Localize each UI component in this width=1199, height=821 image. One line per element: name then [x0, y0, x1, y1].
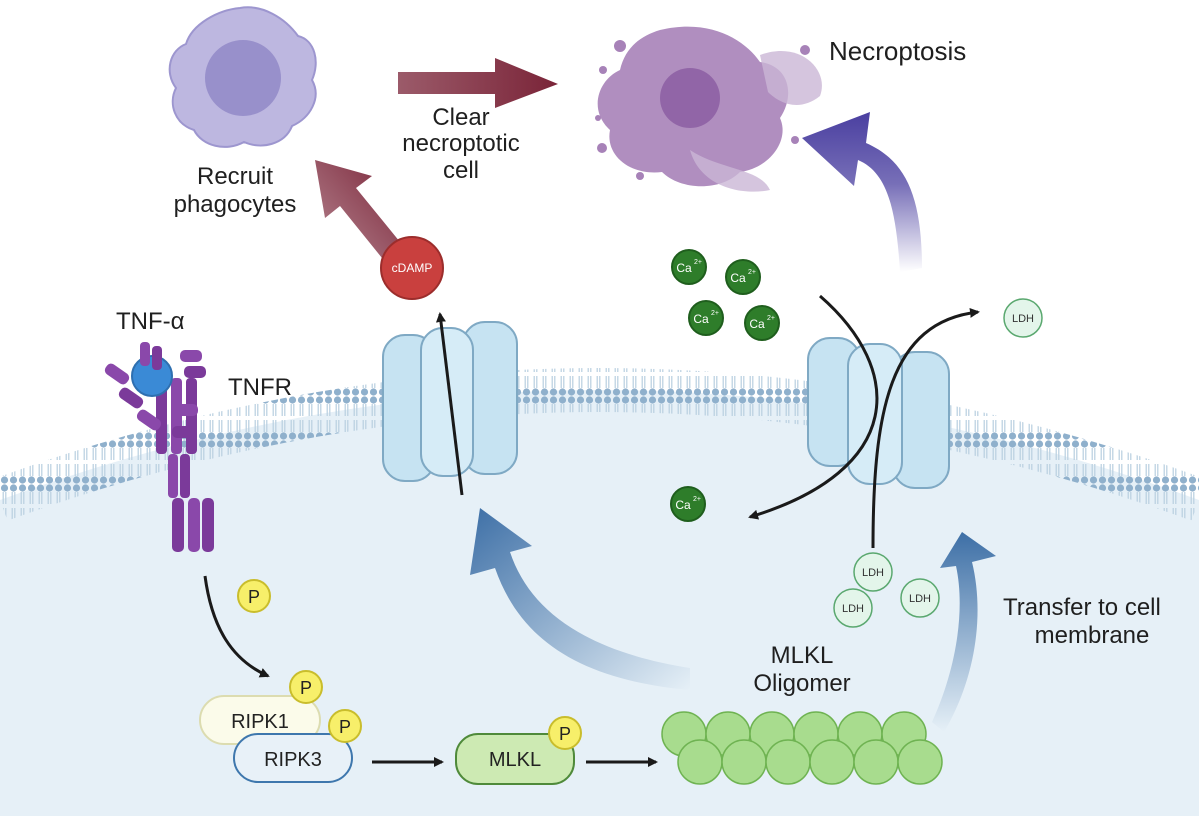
svg-text:RIPK3: RIPK3: [264, 749, 322, 771]
svg-text:Ca: Ca: [749, 317, 765, 331]
svg-text:Ca: Ca: [693, 312, 709, 326]
clear-label-line3: cell: [442, 157, 479, 184]
oligomer-subunit-8: [765, 739, 811, 785]
tnf-alpha-ligand: [131, 342, 173, 397]
ldh-extracellular: LDH: [1003, 298, 1043, 338]
tnf-receptor: [104, 350, 214, 552]
mlkl-phosphate: P: [548, 716, 582, 750]
left-membrane-transfer-arrow: [470, 508, 690, 690]
necroptosis-label: Necroptosis: [829, 36, 967, 66]
svg-text:RIPK1: RIPK1: [231, 711, 289, 733]
svg-text:LDH: LDH: [862, 567, 884, 579]
right-membrane-channel: [807, 337, 950, 489]
mlkl-protein: MLKL: [455, 733, 575, 785]
mlkl-oligomer-label-line2: Oligomer: [753, 670, 851, 697]
ripk1-phosphate: P: [289, 670, 323, 704]
ripk3-phosphate: P: [328, 709, 362, 743]
oligomer-subunit-11: [897, 739, 943, 785]
ripk3-protein: RIPK3: [233, 733, 353, 783]
calcium-ion-intracellular: Ca 2+: [670, 486, 706, 522]
calcium-ion-1: Ca 2+: [671, 249, 707, 285]
oligomer-subunit-6: [677, 739, 723, 785]
phagocyte-cell: [168, 6, 317, 148]
svg-text:MLKL: MLKL: [489, 749, 541, 771]
ldh-release-arrow: [871, 307, 980, 549]
ripk1-protein: RIPK1: [199, 695, 321, 745]
ldh-intracellular-1: LDH: [853, 552, 893, 592]
svg-text:P: P: [559, 724, 571, 744]
clear-label-line1: Clear: [432, 104, 490, 131]
svg-text:Ca: Ca: [676, 261, 692, 275]
transfer-label-line1: Transfer to cell: [1003, 594, 1161, 621]
svg-text:2+: 2+: [767, 315, 775, 322]
tnfr-label: TNFR: [228, 374, 292, 401]
svg-text:LDH: LDH: [842, 603, 864, 615]
right-membrane-transfer-arrow: [932, 532, 996, 732]
svg-text:2+: 2+: [711, 310, 719, 317]
mlkl-oligomer: [661, 711, 943, 785]
necrotic-cell: [595, 26, 822, 192]
svg-text:P: P: [300, 678, 312, 698]
clear-red-arrow: [398, 58, 558, 108]
mlkl-oligomer-label-line1: MLKL: [770, 642, 834, 669]
recruit-red-arrow: [315, 160, 400, 258]
svg-text:2+: 2+: [694, 259, 702, 266]
ldh-intracellular-2: LDH: [833, 588, 873, 628]
svg-text:P: P: [248, 587, 260, 607]
svg-text:LDH: LDH: [1012, 313, 1034, 325]
transfer-label-line2: membrane: [1034, 622, 1150, 649]
oligomer-subunit-9: [809, 739, 855, 785]
calcium-ion-4: Ca 2+: [744, 305, 780, 341]
recruit-label-line1: Recruit: [196, 163, 274, 190]
svg-text:2+: 2+: [693, 496, 701, 503]
oligomer-subunit-7: [721, 739, 767, 785]
receptor-to-ripk-arrow: [203, 575, 270, 678]
ldh-intracellular-3: LDH: [900, 578, 940, 618]
svg-text:Ca: Ca: [730, 271, 746, 285]
cdamp-export-arrow: [436, 312, 464, 496]
oligomer-subunit-10: [853, 739, 899, 785]
svg-text:2+: 2+: [748, 269, 756, 276]
cdamp-label: cDAMP: [392, 261, 433, 275]
cdamp-molecule: cDAMP: [380, 236, 444, 300]
clear-label-line2: necroptotic: [402, 130, 520, 157]
phosphate-free: P: [237, 579, 271, 613]
tnf-alpha-label: TNF-α: [116, 308, 185, 335]
calcium-ion-3: Ca 2+: [688, 300, 724, 336]
necroptosis-purple-arrow: [802, 112, 922, 272]
svg-text:P: P: [339, 717, 351, 737]
calcium-ion-2: Ca 2+: [725, 259, 761, 295]
svg-text:Ca: Ca: [675, 498, 691, 512]
recruit-label-line2: phagocytes: [173, 191, 297, 218]
svg-text:LDH: LDH: [909, 593, 931, 605]
left-membrane-channel: [382, 321, 518, 482]
calcium-influx-arrow: [748, 294, 879, 520]
